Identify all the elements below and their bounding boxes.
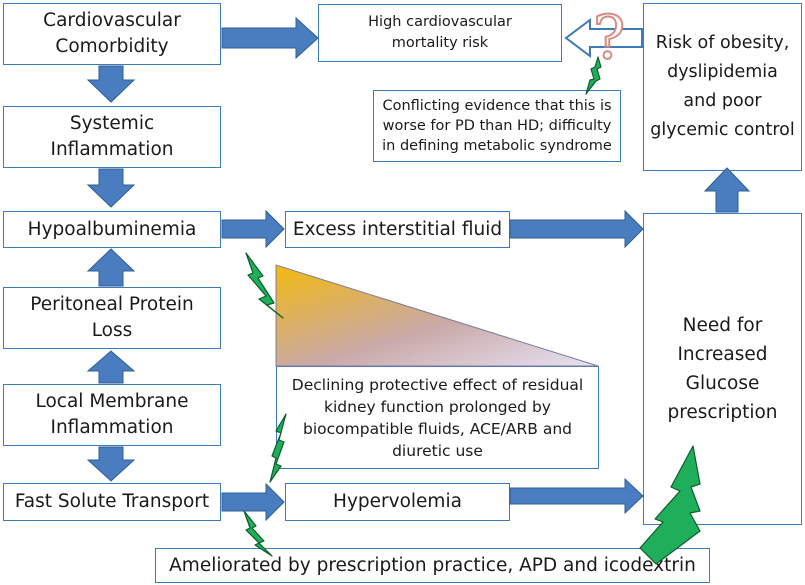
block-arrow-icon — [86, 65, 136, 103]
need-increased-glucose-label: Need for Increased Glucose prescription — [667, 315, 778, 423]
systemic-inflammation-box: Systemic Inflammation — [3, 106, 221, 168]
excess-interstitial-fluid-label: Excess interstitial fluid — [292, 218, 503, 240]
hypoalbuminemia-label: Hypoalbuminemia — [27, 218, 197, 240]
fast-solute-transport-box: Fast Solute Transport — [3, 483, 221, 521]
block-arrow-icon — [86, 446, 136, 482]
cardiovascular-comorbidity-box: Cardiovascular Comorbidity — [3, 3, 221, 65]
systemic-inflammation-label: Systemic Inflammation — [50, 113, 174, 160]
peritoneal-protein-loss-box: Peritoneal Protein Loss — [3, 287, 221, 349]
block-arrow-icon — [86, 168, 136, 208]
local-membrane-inflammation-box: Local Membrane Inflammation — [3, 384, 221, 446]
block-arrow-icon — [221, 209, 285, 249]
declining-protective-effect-label: Declining protective effect of residual … — [291, 375, 584, 460]
block-arrow-icon — [509, 477, 644, 515]
conflicting-evidence-label: Conflicting evidence that this is worse … — [382, 98, 612, 154]
lightning-bolt-icon — [585, 56, 602, 95]
block-arrow-icon — [86, 248, 136, 287]
high-mortality-risk-box: High cardiovascular mortality risk — [318, 4, 562, 62]
question-mark-icon: ? — [593, 3, 625, 73]
block-arrow-icon — [703, 167, 751, 213]
conflicting-evidence-box: Conflicting evidence that this is worse … — [373, 90, 621, 162]
ameliorated-label: Ameliorated by prescription practice, AP… — [169, 554, 696, 576]
local-membrane-inflammation-label: Local Membrane Inflammation — [35, 391, 189, 438]
risk-obesity-label: Risk of obesity, dyslipidemia and poor g… — [650, 33, 795, 140]
gradient-wedge — [275, 264, 599, 367]
excess-interstitial-fluid-box: Excess interstitial fluid — [285, 211, 510, 248]
fast-solute-transport-label: Fast Solute Transport — [14, 491, 210, 512]
ameliorated-box: Ameliorated by prescription practice, AP… — [155, 548, 710, 583]
lightning-bolt-icon — [245, 252, 284, 319]
need-increased-glucose-box: Need for Increased Glucose prescription — [643, 213, 802, 525]
hypervolemia-box: Hypervolemia — [285, 483, 510, 521]
hypervolemia-label: Hypervolemia — [333, 491, 462, 512]
block-arrow-icon — [86, 350, 136, 384]
hypoalbuminemia-box: Hypoalbuminemia — [3, 211, 221, 248]
block-arrow-icon — [221, 482, 285, 522]
cardiovascular-comorbidity-label: Cardiovascular Comorbidity — [43, 10, 181, 57]
hollow-arrow-icon — [564, 18, 643, 58]
block-arrow-icon — [509, 209, 644, 249]
risk-obesity-box: Risk of obesity, dyslipidemia and poor g… — [643, 3, 802, 171]
declining-protective-effect-box: Declining protective effect of residual … — [276, 366, 599, 469]
high-mortality-risk-label: High cardiovascular mortality risk — [368, 14, 512, 51]
peritoneal-protein-loss-label: Peritoneal Protein Loss — [30, 294, 194, 341]
block-arrow-icon — [221, 16, 319, 60]
